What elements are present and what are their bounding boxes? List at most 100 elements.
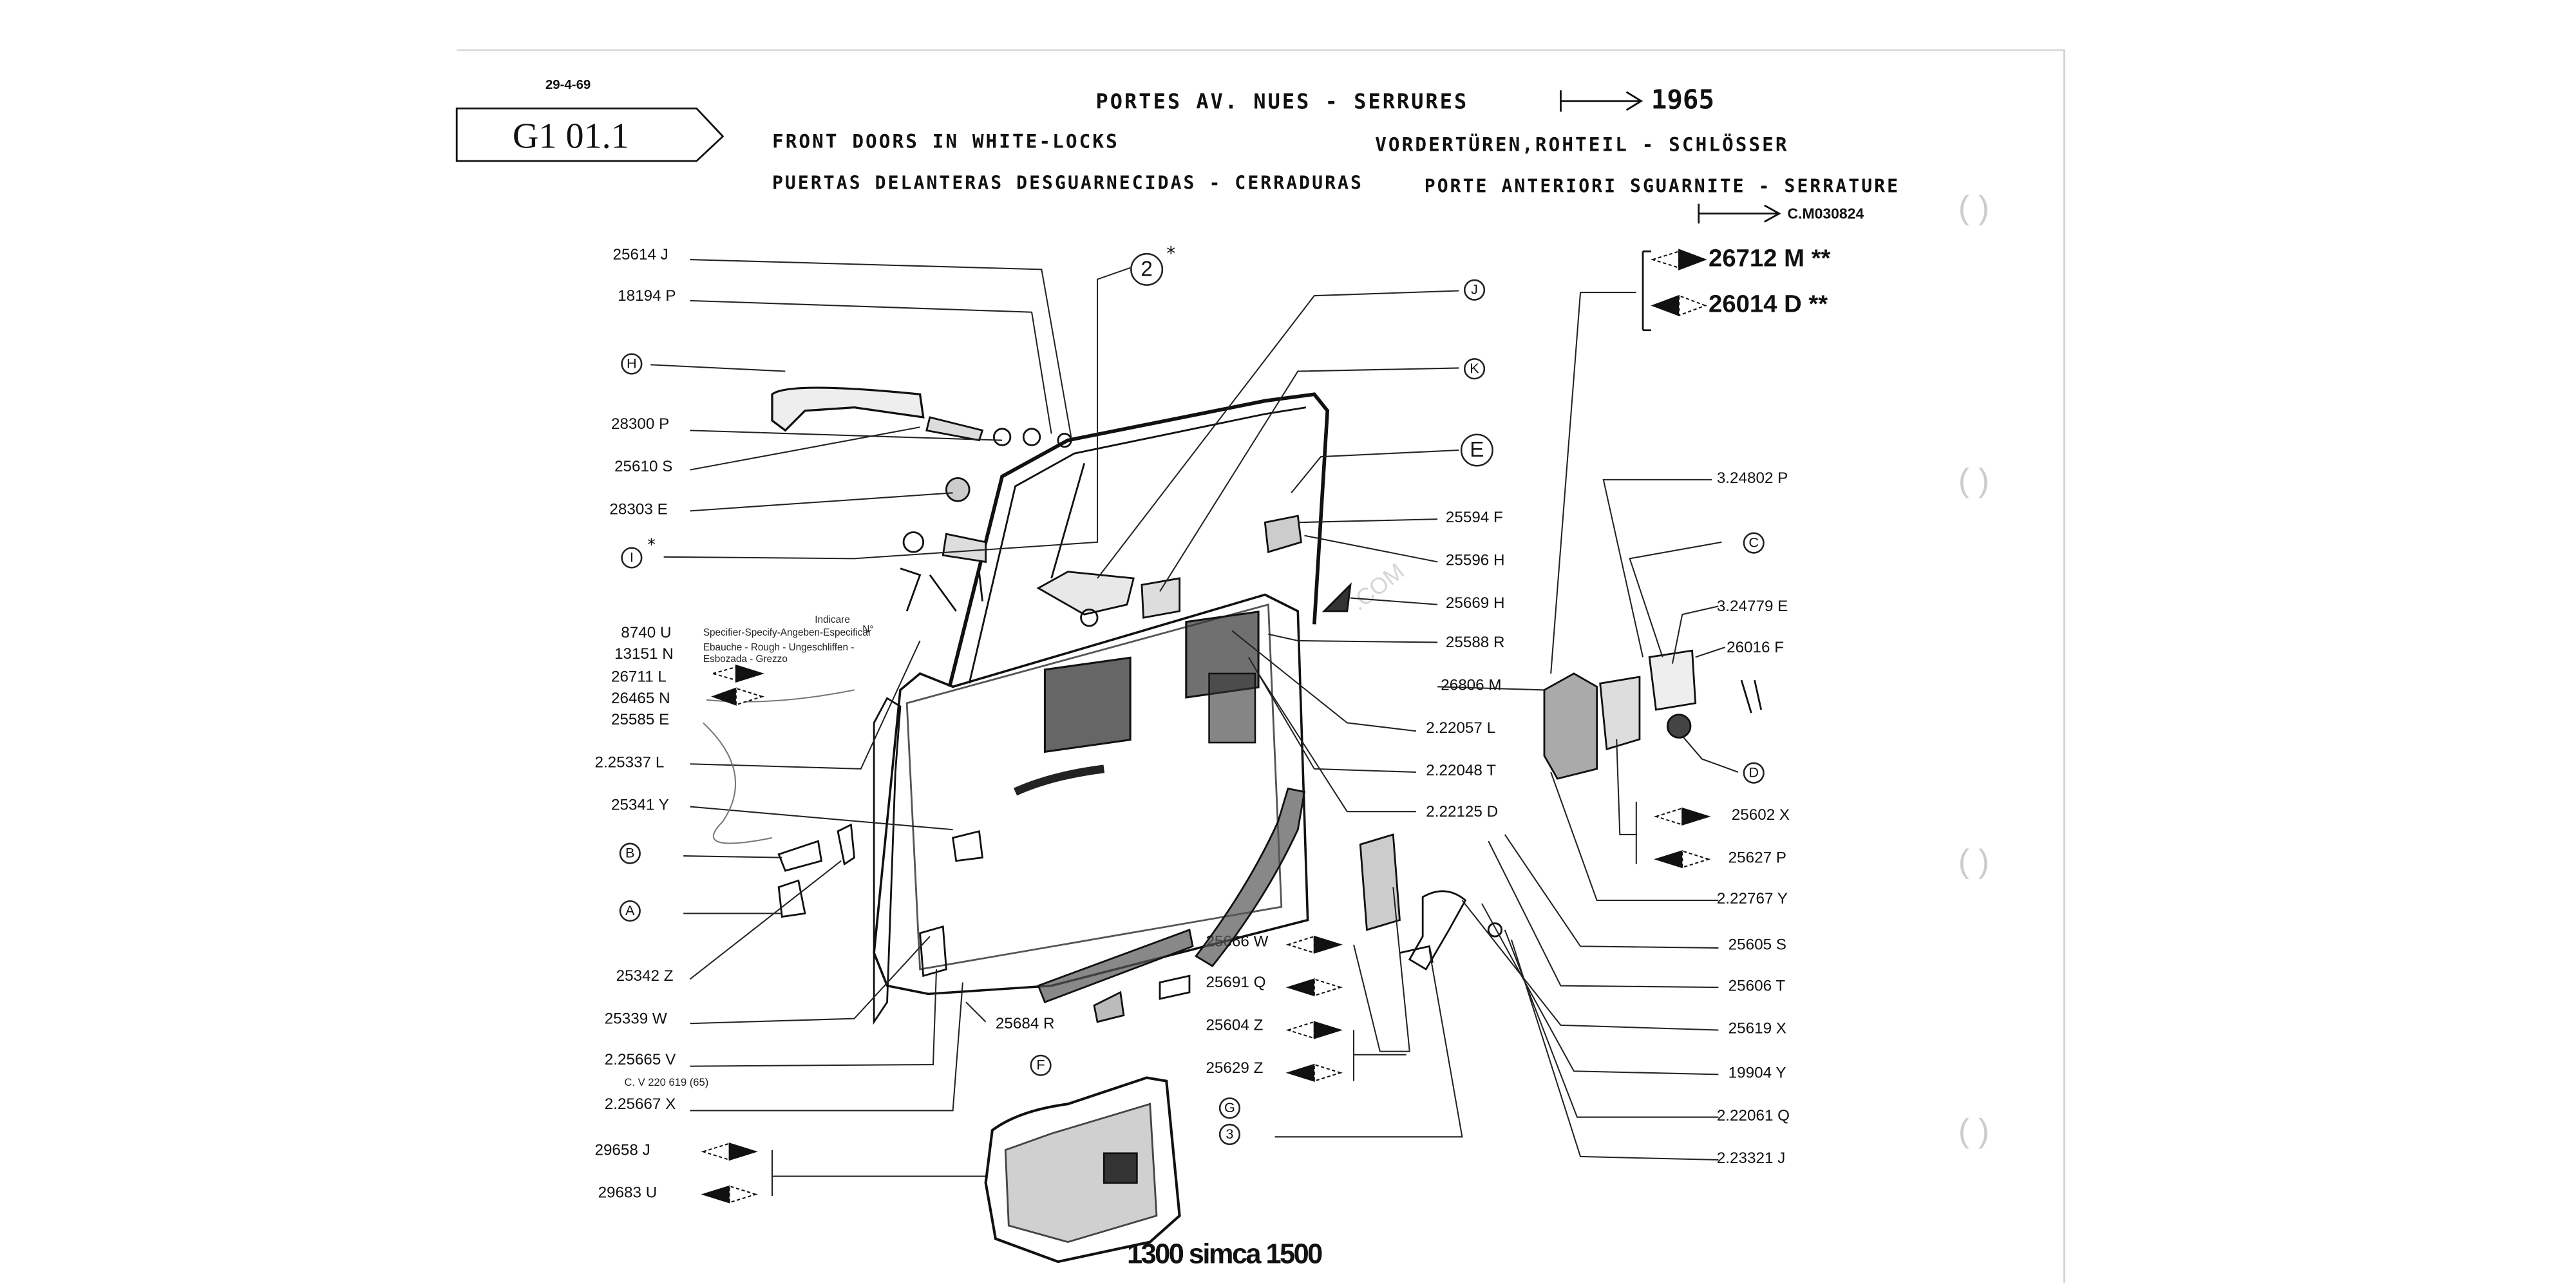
callout-d: D	[1743, 762, 1765, 784]
seal-strip	[1195, 787, 1306, 967]
part-number: 26465	[611, 690, 655, 708]
part-label: 25606 T	[1728, 979, 1786, 994]
asterisk-mark: *	[1166, 243, 1176, 265]
part-label: 25610 S	[614, 460, 672, 475]
part-label: 28303 E	[609, 501, 667, 520]
part-number: 2.23321	[1716, 1150, 1774, 1168]
part-number: 19904	[1728, 1065, 1772, 1083]
part-variant: U	[645, 1184, 658, 1203]
part-number: 25594	[1445, 509, 1490, 527]
part-variant: Z	[663, 967, 674, 986]
part-number: 25588	[1445, 634, 1490, 652]
seal-strip	[1037, 928, 1194, 1003]
part-label: 26014 D **	[1709, 292, 1828, 317]
part-label: 2.23321 J	[1717, 1151, 1785, 1167]
part-variant: P	[665, 287, 676, 306]
part-number: 25339	[604, 1010, 649, 1028]
part-variant: D	[1486, 803, 1499, 822]
part-label: 25602 X	[1732, 808, 1790, 824]
part-number: 25585	[611, 711, 655, 730]
c-v-note: C. V 220 619 (65)	[624, 1077, 709, 1090]
part-number: 26711	[611, 668, 654, 687]
callout-3: 3	[1218, 1123, 1241, 1146]
part-label: 29683 U	[598, 1186, 658, 1202]
part-number: 2.22767	[1716, 890, 1774, 909]
door-window-frame	[947, 392, 1330, 688]
title-it: PORTE ANTERIORI SGUARNITE - SERRATURE	[1424, 175, 1900, 198]
part-variant: X	[665, 1095, 676, 1114]
part-number: 29658	[594, 1141, 638, 1160]
part-label: 28300 P	[611, 417, 669, 433]
part-variant: H	[1493, 594, 1505, 613]
part-number: 25341	[611, 797, 655, 815]
outer-door-shell	[984, 1076, 1181, 1264]
callout-e: E	[1460, 433, 1493, 467]
part-number: 26016	[1727, 639, 1770, 658]
part-variant: Y	[1776, 1065, 1786, 1083]
sheet-code: G1 01.1	[512, 115, 629, 156]
part-label: 25594 F	[1446, 511, 1503, 526]
note-indicare: Indicare	[815, 616, 850, 626]
part-number: 18194	[618, 287, 661, 306]
title-es: PUERTAS DELANTERAS DESGUARNECIDAS - CERR…	[772, 172, 1363, 194]
callout-k: K	[1463, 358, 1486, 380]
part-number: 26014 D	[1709, 290, 1802, 319]
part-label: 26016 F	[1727, 639, 1785, 658]
part-variant: F	[1774, 639, 1785, 658]
part-number: 25605	[1728, 936, 1772, 955]
part-variant: W	[652, 1010, 667, 1028]
part-label: 25342 Z	[616, 969, 674, 985]
part-variant: L	[658, 668, 667, 687]
part-number: 2.25667	[604, 1095, 661, 1114]
model-footer: 1300 simca 1500	[1126, 1238, 1323, 1270]
title-fr: PORTES AV. NUES - SERRURES	[1095, 88, 1469, 114]
part-variant: R	[1043, 1015, 1055, 1034]
part-variant: Q	[1253, 974, 1266, 992]
part-variant: **	[1808, 290, 1828, 319]
part-label: 26465 N	[611, 690, 670, 708]
part-variant: X	[1776, 1020, 1786, 1039]
asterisk-mark: *	[647, 537, 656, 556]
part-variant: N	[662, 645, 674, 664]
part-number: 28303	[609, 501, 653, 520]
part-number: 3.24779	[1716, 598, 1774, 616]
callout-2: 2	[1130, 252, 1164, 286]
part-variant: S	[662, 458, 673, 477]
part-label: 2.25337 L	[594, 755, 664, 771]
part-number: 2.22048	[1426, 762, 1482, 781]
part-label: 25619 X	[1728, 1020, 1786, 1039]
part-variant: F	[1493, 509, 1503, 527]
outer-handle	[771, 386, 925, 432]
part-label: 25588 R	[1446, 636, 1505, 651]
part-variant: E	[659, 711, 670, 730]
part-variant: W	[1253, 933, 1269, 952]
part-number: 25596	[1445, 552, 1490, 571]
part-number: 13151	[614, 645, 658, 664]
callout-i: I	[621, 547, 643, 569]
part-variant: Y	[1777, 890, 1788, 909]
part-variant: R	[1493, 634, 1505, 652]
part-label: 2.22048 T	[1426, 764, 1496, 779]
part-variant: Z	[1253, 1017, 1264, 1036]
part-number: 2.22057	[1426, 719, 1482, 738]
part-number: 28300	[611, 415, 655, 434]
part-variant: L	[655, 753, 665, 772]
part-number: 25629	[1206, 1059, 1249, 1078]
part-label: 25341 Y	[611, 797, 669, 815]
part-variant: P	[1776, 849, 1786, 867]
part-label: 19904 Y	[1728, 1066, 1786, 1082]
part-variant: H	[1493, 552, 1505, 571]
part-number: 25691	[1206, 974, 1249, 992]
part-number: 25604	[1206, 1017, 1249, 1036]
part-variant: N	[659, 690, 670, 708]
part-variant: J	[642, 1141, 650, 1160]
callout-f: F	[1030, 1054, 1052, 1076]
part-label: 2.25667 X	[605, 1097, 676, 1113]
part-label: 25629 Z	[1206, 1061, 1263, 1077]
part-label: 26711 L	[611, 670, 667, 686]
part-label: 13151 N	[614, 647, 674, 663]
part-number: 25684	[995, 1015, 1039, 1034]
part-label: 2.22125 D	[1426, 803, 1499, 822]
sheet-date: 29-4-69	[545, 77, 591, 92]
